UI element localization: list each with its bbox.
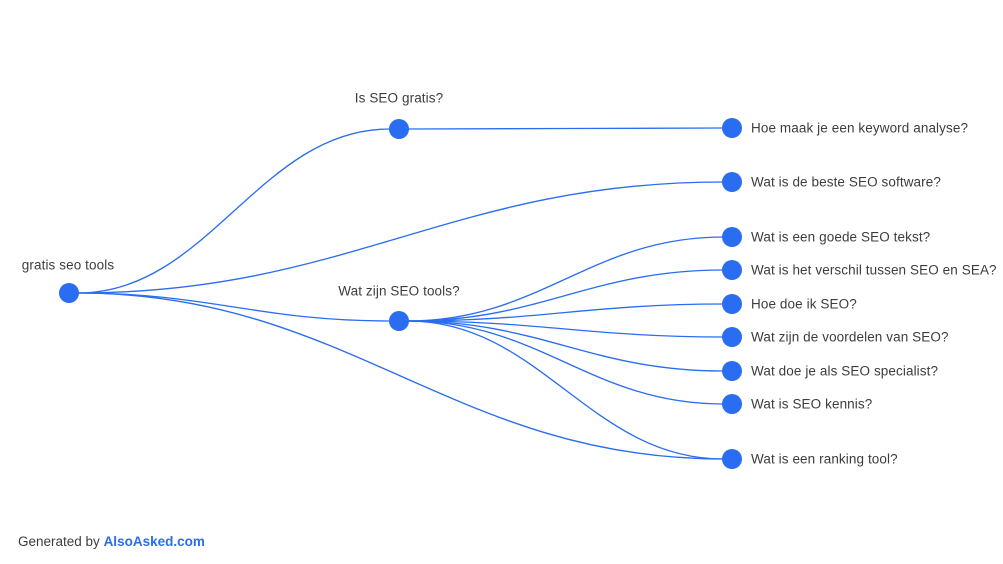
edge-root-to-is-seo-gratis [77, 128, 391, 294]
node-label-leaf-goede-seo-tekst[interactable]: Wat is een goede SEO tekst? [751, 229, 931, 245]
node-dot-leaf-seo-specialist[interactable] [722, 361, 742, 381]
node-label-l1-wat-zijn-seo-tools[interactable]: Wat zijn SEO tools? [338, 283, 460, 299]
edge-tools-to-seo-specialist [407, 320, 724, 372]
node-dot-leaf-keyword-analyse[interactable] [722, 118, 742, 138]
node-label-leaf-keyword-analyse[interactable]: Hoe maak je een keyword analyse? [751, 120, 969, 136]
node-dot-leaf-seo-kennis[interactable] [722, 394, 742, 414]
node-label-l1-is-seo-gratis[interactable]: Is SEO gratis? [354, 90, 444, 106]
node-dot-leaf-verschil-seo-sea[interactable] [722, 260, 742, 280]
alsoasked-link[interactable]: AlsoAsked.com [103, 533, 205, 549]
edge-is-seo-gratis-to-keyword-analyse [407, 127, 724, 130]
node-label-root[interactable]: gratis seo tools [21, 257, 115, 273]
node-label-leaf-verschil-seo-sea[interactable]: Wat is het verschil tussen SEO en SEA? [751, 262, 997, 278]
node-label-leaf-seo-kennis[interactable]: Wat is SEO kennis? [751, 396, 873, 412]
node-dot-leaf-ranking-tool[interactable] [722, 449, 742, 469]
footer-prefix: Generated by [18, 533, 104, 549]
node-dot-l1-is-seo-gratis[interactable] [389, 119, 409, 139]
edge-tools-to-seo-kennis [407, 320, 724, 405]
footer-credit: Generated by AlsoAsked.com [18, 533, 205, 549]
node-dot-leaf-goede-seo-tekst[interactable] [722, 227, 742, 247]
node-label-leaf-seo-specialist[interactable]: Wat doe je als SEO specialist? [751, 363, 939, 379]
node-label-leaf-ranking-tool[interactable]: Wat is een ranking tool? [751, 451, 898, 467]
node-dot-l1-wat-zijn-seo-tools[interactable] [389, 311, 409, 331]
edge-tools-to-goede-seo-tekst [407, 236, 724, 322]
edge-root-to-beste-seo-software [77, 181, 724, 294]
node-dot-root[interactable] [59, 283, 79, 303]
node-dot-leaf-hoe-doe-ik-seo[interactable] [722, 294, 742, 314]
edge-tools-to-voordelen-seo [407, 320, 724, 338]
edge-tools-to-ranking-tool-extra [407, 320, 724, 460]
node-dot-leaf-beste-seo-software[interactable] [722, 172, 742, 192]
edge-tools-to-hoe-doe-ik-seo [407, 303, 724, 322]
node-label-leaf-voordelen-seo[interactable]: Wat zijn de voordelen van SEO? [751, 329, 949, 345]
node-dot-leaf-voordelen-seo[interactable] [722, 327, 742, 347]
node-label-leaf-beste-seo-software[interactable]: Wat is de beste SEO software? [751, 174, 941, 190]
node-label-leaf-hoe-doe-ik-seo[interactable]: Hoe doe ik SEO? [751, 296, 857, 312]
